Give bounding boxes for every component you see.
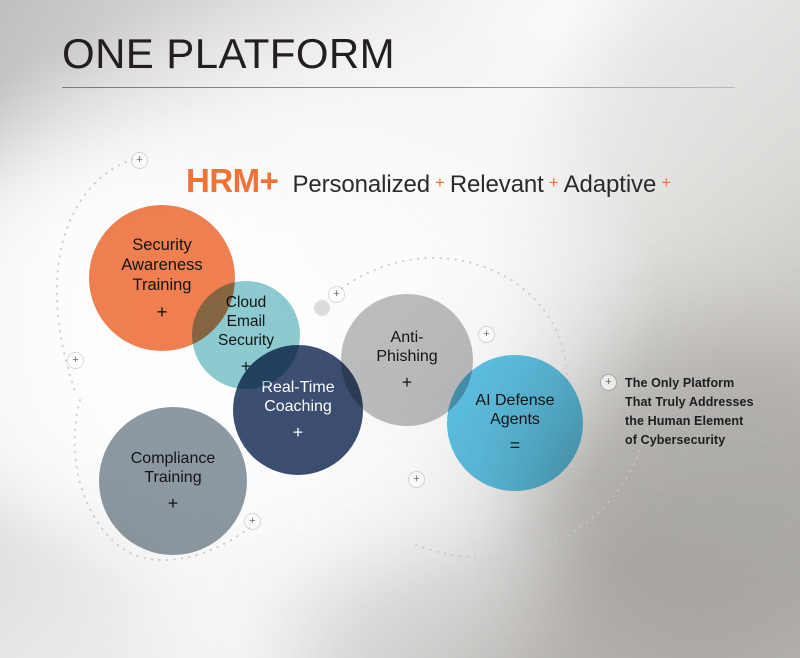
callout-line: the Human Element	[625, 414, 744, 428]
callout-line: The Only Platform	[625, 376, 735, 390]
page-title: ONE PLATFORM	[62, 30, 396, 77]
tagline-separator-icon: +	[661, 173, 672, 192]
plus-icon: +	[479, 327, 494, 342]
plus-icon: +	[409, 472, 424, 487]
tagline-attribute: Adaptive	[563, 171, 657, 198]
tagline: HRM+ Personalized+Relevant+Adaptive+	[186, 162, 676, 200]
tagline-separator-icon: +	[548, 173, 559, 192]
header: ONE PLATFORM	[62, 30, 738, 89]
plus-icon: +	[132, 153, 147, 168]
bubble-label: Anti-Phishing	[376, 328, 438, 366]
tagline-attributes: Personalized+Relevant+Adaptive+	[292, 171, 676, 199]
bubble-operator: +	[401, 372, 413, 393]
plus-icon: +	[601, 375, 616, 390]
bubble-operator: +	[292, 422, 304, 443]
tagline-attribute: Relevant	[449, 171, 544, 198]
bubble-operator: +	[167, 493, 179, 514]
decorative-dot	[314, 300, 330, 316]
tagline-attribute: Personalized	[292, 171, 430, 198]
plus-icon: +	[245, 514, 260, 529]
plus-icon: +	[601, 375, 616, 390]
tagline-brand: HRM+	[186, 162, 279, 199]
plus-icon: +	[68, 353, 83, 368]
callout-line: That Truly Addresses	[625, 395, 754, 409]
bubble-operator: =	[509, 435, 521, 456]
bubble-operator: +	[156, 300, 168, 322]
callout-line: of Cybersecurity	[625, 433, 726, 447]
plus-icon: +	[329, 287, 344, 302]
tagline-separator-icon: +	[435, 173, 445, 192]
background-blob	[300, 560, 760, 658]
title-divider	[62, 87, 735, 89]
